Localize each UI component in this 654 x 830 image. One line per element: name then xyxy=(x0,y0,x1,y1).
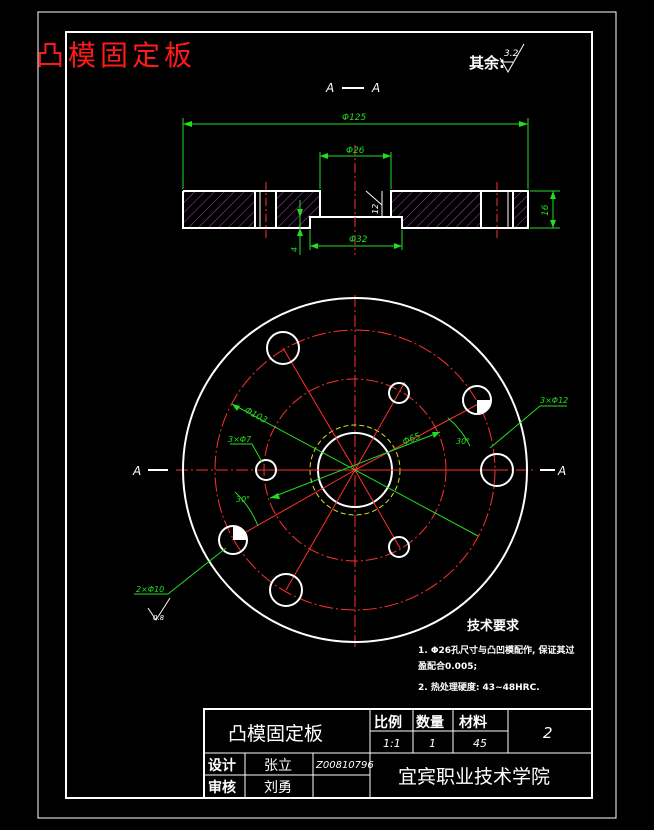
dim-pin-holes: 2×Φ10 xyxy=(136,585,164,594)
dim-bore-dia: Φ26 xyxy=(346,146,365,156)
tech-heading: 技术要求 xyxy=(467,618,520,634)
review-label: 审核 xyxy=(208,779,236,796)
plan-view: A A Φ103 Φ65 3×Φ7 3×Φ12 30° 30° 2×Φ10 0.… xyxy=(132,295,568,648)
outer-border xyxy=(37,11,617,819)
tech-line-2: 盈配合0.005; xyxy=(417,660,477,672)
pin-hole xyxy=(462,385,492,415)
tech-line-3: 2. 热处理硬度: 43~48HRC. xyxy=(418,681,540,693)
roughness-symbol: 3.2 xyxy=(499,43,525,74)
dim-outer-pcd: Φ103 xyxy=(243,406,269,426)
scale-value: 1:1 xyxy=(383,737,401,750)
dim-inner-pcd: Φ65 xyxy=(401,431,422,447)
qty-label: 数量 xyxy=(416,714,444,731)
reviewer: 刘勇 xyxy=(264,780,292,796)
screw-hole xyxy=(480,453,514,487)
scale-label: 比例 xyxy=(374,714,402,731)
dim-large-holes: 3×Φ12 xyxy=(540,396,568,405)
small-hole xyxy=(255,459,277,481)
design-label: 设计 xyxy=(208,757,236,774)
plan-section-right: A xyxy=(557,464,566,478)
material-value: 45 xyxy=(473,737,487,750)
dim-recess-depth: 4 xyxy=(290,247,299,252)
material-label: 材料 xyxy=(459,714,487,731)
small-hole xyxy=(388,382,410,404)
dim-small-holes: 3×Φ7 xyxy=(228,435,252,444)
section-label-left: A xyxy=(325,81,334,95)
small-hole xyxy=(388,536,410,558)
screw-hole xyxy=(266,331,300,365)
dim-angle-left: 30° xyxy=(236,495,250,504)
dim-thickness: 16 xyxy=(541,204,551,216)
pin-hole xyxy=(218,525,248,555)
roughness-note: 其余: xyxy=(469,54,505,72)
flange-outline xyxy=(182,297,528,643)
school-name: 宜宾职业技术学院 xyxy=(398,766,550,788)
dim-bore-height: 12 xyxy=(371,204,380,214)
plan-section-left: A xyxy=(132,464,141,478)
drawing-title: 凸模固定板 xyxy=(36,39,196,72)
drawing-no: Z00810796 xyxy=(315,760,374,771)
part-name: 凸模固定板 xyxy=(228,723,323,745)
tech-line-1: 1. Φ26孔尺寸与凸凹模配作, 保证其过 xyxy=(418,644,575,656)
dim-pin-roughness: 0.8 xyxy=(153,614,165,622)
sheet-no: 2 xyxy=(543,724,553,742)
tech-requirements: 技术要求 1. Φ26孔尺寸与凸凹模配作, 保证其过 盈配合0.005; 2. … xyxy=(417,618,575,693)
dim-recess-dia: Φ32 xyxy=(349,235,368,245)
designer: 张立 xyxy=(264,758,292,774)
roughness-value: 3.2 xyxy=(504,49,519,59)
pin-roughness-symbol: 0.8 xyxy=(147,597,171,622)
title-block: 凸模固定板 比例 数量 材料 1:1 1 45 2 设计 张立 Z0081079… xyxy=(203,708,593,799)
qty-value: 1 xyxy=(429,737,436,750)
dim-angle-right: 30° xyxy=(456,437,470,446)
section-view: Φ125 Φ26 Φ32 16 4 12 xyxy=(182,113,560,255)
dim-overall-dia: Φ125 xyxy=(342,113,367,123)
screw-hole xyxy=(269,573,303,607)
section-label-right: A xyxy=(371,81,380,95)
